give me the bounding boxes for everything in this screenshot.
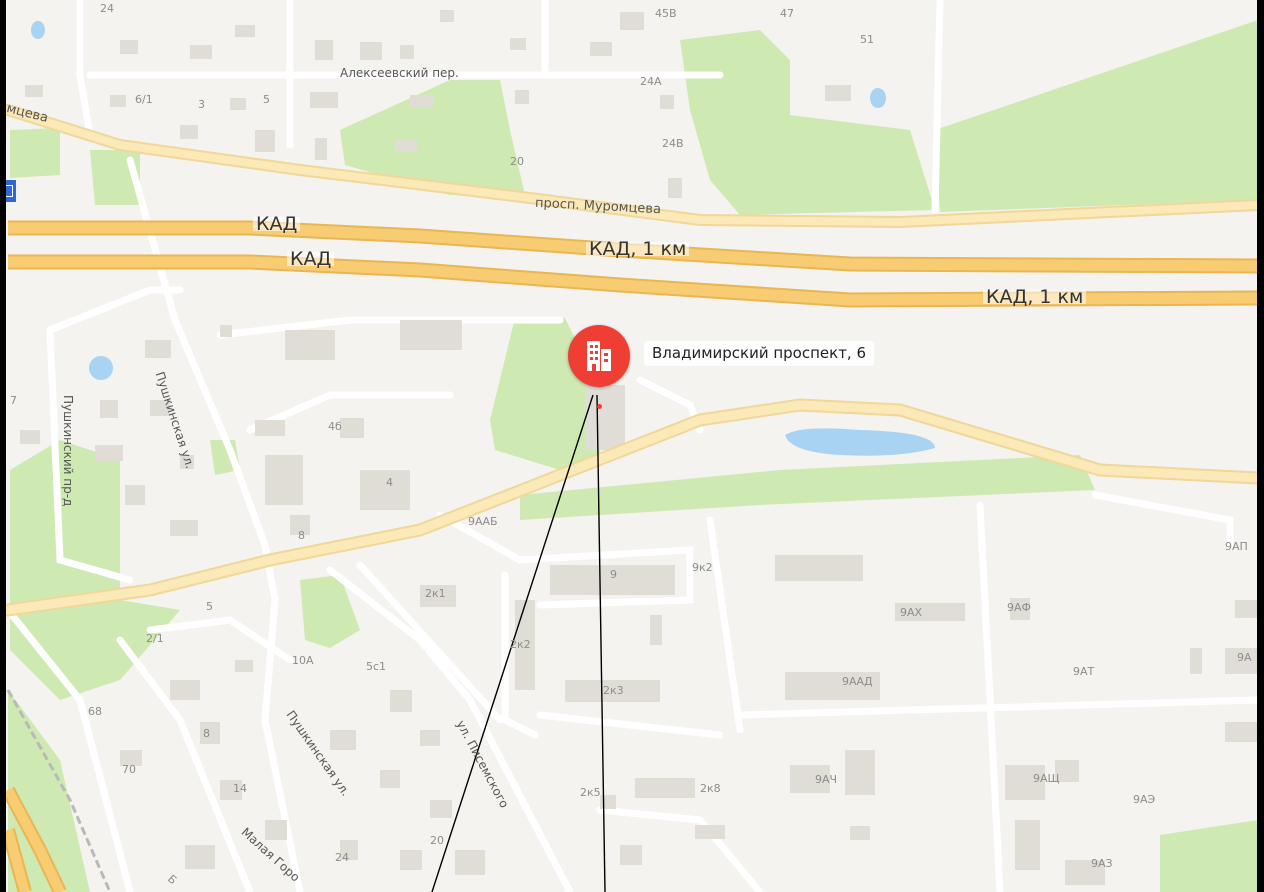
house-number: 47 — [780, 7, 794, 20]
house-number: 2/1 — [146, 632, 164, 645]
place-pin-tail — [593, 376, 605, 388]
house-number: 9АФ — [1007, 601, 1031, 614]
house-number: 20 — [510, 155, 524, 168]
house-number: 8 — [203, 727, 210, 740]
house-number: 51 — [860, 33, 874, 46]
house-number: 70 — [122, 763, 136, 776]
house-number: 4б — [328, 420, 342, 433]
park-west-top — [10, 128, 60, 178]
house-number: 45В — [655, 7, 677, 20]
street-label-alekseevsky: Алексеевский пер. — [340, 66, 459, 80]
water-bodies — [31, 21, 935, 456]
house-number: 5 — [263, 93, 270, 106]
road-label-kad-2: КАД — [287, 250, 335, 269]
house-number: 10А — [292, 654, 314, 667]
frame-border-left — [0, 0, 6, 892]
secondary-roads — [1, 104, 1264, 617]
pond-north — [870, 88, 886, 108]
house-number: 2к3 — [603, 684, 624, 697]
kad-highway — [8, 220, 1259, 308]
house-number: 9АЭ — [1133, 793, 1156, 806]
buildings — [20, 10, 1258, 885]
house-number: 2к8 — [700, 782, 721, 795]
house-number: 20 — [430, 834, 444, 847]
house-number: 9А — [1237, 651, 1252, 664]
house-number: 9АЗ — [1091, 857, 1113, 870]
street-label-pushkinsky-pr: Пушкинский пр-д — [61, 395, 75, 507]
house-number: 9ААБ — [468, 515, 498, 528]
road-label-kad-km-2: КАД, 1 км — [983, 288, 1087, 307]
house-number: 3 — [198, 98, 205, 111]
house-number: 2к2 — [510, 638, 531, 651]
park-north-east — [935, 20, 1258, 212]
house-number: 24В — [662, 137, 684, 150]
house-number: 9к2 — [692, 561, 713, 574]
house-number: 9АТ — [1073, 665, 1095, 678]
house-number: 2к1 — [425, 587, 446, 600]
sw-highway — [1, 689, 112, 892]
house-number: 6/1 — [135, 93, 153, 106]
house-number: 5 — [206, 600, 213, 613]
house-number: 24А — [640, 75, 662, 88]
pond-corner — [31, 21, 45, 39]
building-icon — [587, 341, 611, 371]
house-number: 9ААД — [842, 675, 873, 688]
house-number: 5с1 — [366, 660, 387, 673]
house-number: 14 — [233, 782, 247, 795]
house-number: 9АЧ — [815, 773, 838, 786]
parks — [8, 20, 1258, 892]
park-north-center — [680, 30, 935, 215]
park-small — [300, 575, 360, 648]
house-number: 68 — [88, 705, 102, 718]
house-number: 24 — [100, 2, 114, 15]
road-label-kad-1: КАД — [253, 215, 301, 234]
house-number: 24 — [335, 851, 349, 864]
pond-center — [785, 428, 935, 456]
park-west-bottom — [10, 600, 180, 700]
pointer-lines — [431, 394, 606, 892]
house-number: 9 — [610, 568, 617, 581]
road-label-kad-km-1: КАД, 1 км — [586, 240, 690, 259]
house-number: 8 — [298, 529, 305, 542]
house-number: 9АП — [1225, 540, 1248, 553]
house-number: 4 — [386, 476, 393, 489]
house-number: 7 — [10, 394, 17, 407]
park-alekseevsky — [340, 80, 525, 195]
pond-west — [89, 356, 113, 380]
house-number: 9АХ — [900, 606, 923, 619]
place-pin-anchor — [597, 404, 602, 409]
place-pin-label[interactable]: Владимирский проспект, 6 — [644, 341, 875, 366]
local-roads — [4, 0, 1262, 892]
house-number: 2к5 — [580, 786, 601, 799]
house-number: 9АЩ — [1033, 772, 1060, 785]
park-strip — [520, 455, 1095, 520]
frame-border-right — [1257, 0, 1264, 892]
park-south-east — [1160, 820, 1258, 892]
